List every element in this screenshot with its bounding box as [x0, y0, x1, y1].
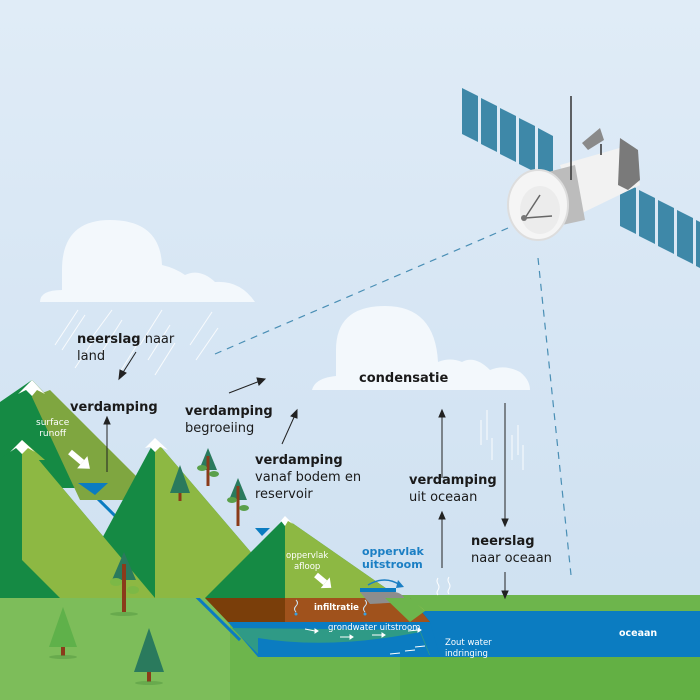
- label-neerslag-land-bold: neerslag: [77, 332, 141, 347]
- runoff-arrow-left: [68, 449, 90, 469]
- label-surface-runoff-line2: runoff: [39, 429, 67, 439]
- label-oppervlak-afloop-line1: oppervlak: [286, 551, 329, 561]
- label-infiltratie: infiltratie: [314, 603, 359, 613]
- label-grondwater-uitstroom: grondwater uitstroom: [328, 623, 421, 633]
- tree-redwood-3: [110, 552, 139, 616]
- label-oceaan: oceaan: [619, 628, 658, 639]
- label-zout-water-line1: Zout water: [445, 638, 492, 648]
- tree-redwood-1: [197, 448, 219, 486]
- label-verdamping-mountain-bold: verdamping: [70, 400, 158, 415]
- rain-ocean: [480, 410, 524, 470]
- label-oppervlak-uitstroom: oppervlak uitstroom: [362, 545, 424, 571]
- rain-land: [54, 309, 219, 376]
- label-verdamping-begroeiing-line2: begroeiing: [185, 421, 255, 436]
- label-surface-runoff: surface runoff: [36, 418, 69, 440]
- label-oppervlak-afloop-line2: afloop: [293, 562, 321, 572]
- label-verdamping-bodem-line3: reservoir: [255, 487, 313, 502]
- cloud-center: [312, 306, 530, 390]
- solar-panel-left: [462, 88, 553, 176]
- label-neerslag-oceaan-bold: neerslag: [471, 534, 535, 549]
- label-verdamping-oceaan-line2: uit oceaan: [409, 490, 478, 505]
- label-verdamping-mountain: verdamping: [70, 399, 158, 416]
- ocean-vapor: [436, 576, 451, 596]
- tree-pine-1: [170, 465, 190, 501]
- label-verdamping-bodem-bold: verdamping: [255, 453, 343, 468]
- label-oppervlak-uitstroom-line1: oppervlak: [362, 545, 424, 558]
- label-neerslag-land: neerslag naar land: [77, 331, 174, 365]
- label-verdamping-bodem: verdamping vanaf bodem en reservoir: [255, 452, 361, 503]
- mountain-lake: [78, 483, 108, 495]
- label-oppervlak-afloop: oppervlak afloop: [286, 551, 328, 573]
- tree-pine-2: [49, 607, 77, 659]
- cloud-left: [40, 220, 255, 302]
- satellite-beam: [214, 227, 572, 576]
- runoff-arrow-right: [314, 572, 332, 589]
- label-neerslag-oceaan-line2: naar oceaan: [471, 551, 552, 566]
- label-condensatie: condensatie: [359, 370, 448, 387]
- label-verdamping-begroeiing-bold: verdamping: [185, 404, 273, 419]
- label-verdamping-bodem-line2: vanaf bodem en: [255, 470, 362, 485]
- tree-pine-3: [134, 628, 164, 685]
- label-condensatie-bold: condensatie: [359, 371, 449, 386]
- label-surface-runoff-line1: surface: [36, 418, 70, 428]
- label-zout-water-line2: indringing: [445, 649, 488, 659]
- satellite: [462, 88, 700, 268]
- label-verdamping-oceaan-bold: verdamping: [409, 473, 497, 488]
- label-verdamping-begroeiing: verdamping begroeiing: [185, 403, 273, 437]
- label-neerslag-land-line2: land: [77, 349, 106, 364]
- flow-arrows: [103, 351, 509, 600]
- tree-redwood-2: [227, 478, 249, 526]
- label-verdamping-oceaan: verdamping uit oceaan: [409, 472, 497, 506]
- ocean: [400, 611, 700, 657]
- groundwater-arrows: [304, 627, 426, 655]
- infiltration-drops: [294, 599, 367, 616]
- label-oppervlak-uitstroom-line2: uitstroom: [362, 558, 423, 571]
- label-neerslag-oceaan: neerslag naar oceaan: [471, 533, 552, 567]
- label-zout-water: Zout water indringing: [445, 638, 492, 660]
- label-neerslag-land-rest: naar: [140, 332, 175, 347]
- solar-panel-right: [620, 180, 700, 268]
